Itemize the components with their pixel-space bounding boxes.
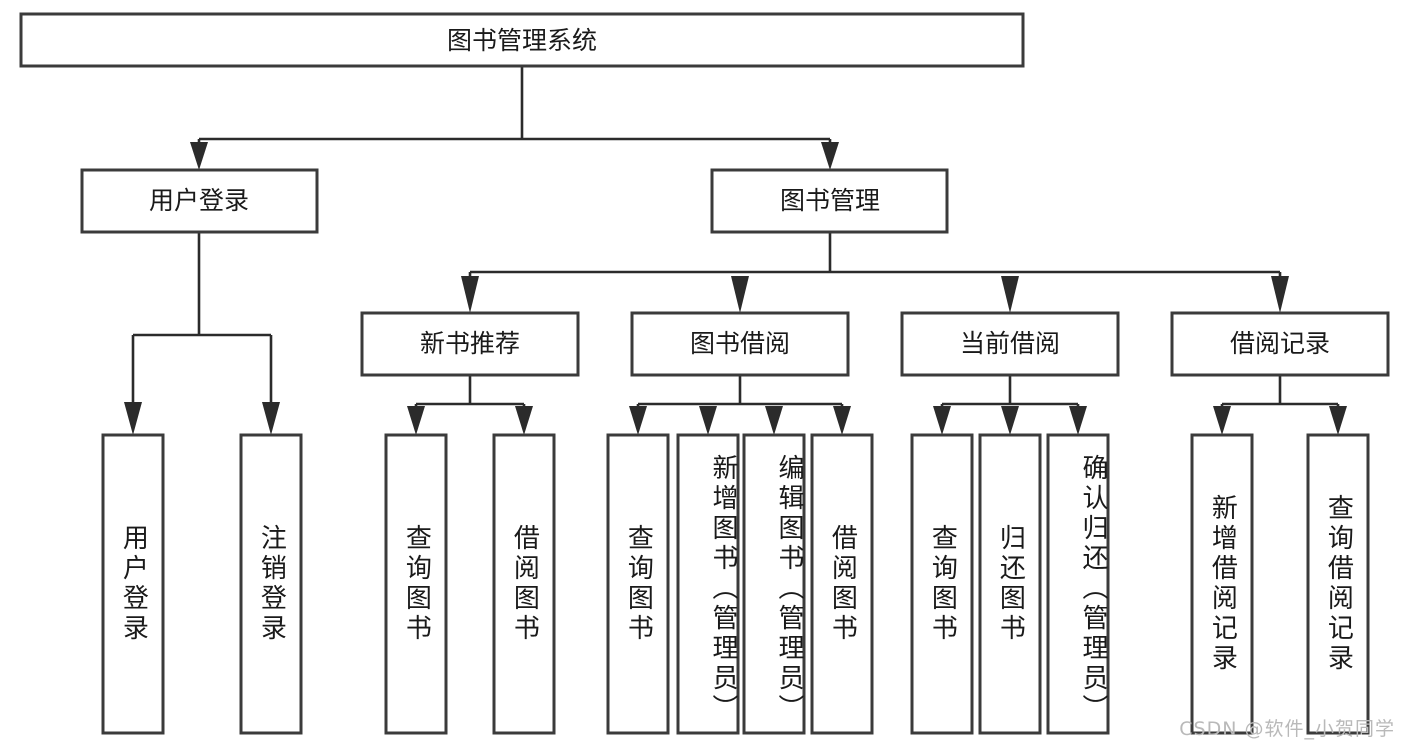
connector-borrowrecord-to-leaves	[1213, 375, 1347, 435]
node-current-borrow[interactable]: 当前借阅	[900, 311, 1120, 377]
connector-bookmgmt-to-level3	[461, 232, 1289, 313]
leaf-label-edit-book: 编辑图书（管理员）	[774, 454, 804, 724]
leaf-box-query-book-2[interactable]	[606, 433, 670, 735]
node-label-user-login: 用户登录	[149, 186, 249, 215]
node-book-borrow[interactable]: 图书借阅	[630, 311, 850, 377]
leaf-box-query-book-3[interactable]	[910, 433, 974, 735]
connector-root-to-level2	[190, 66, 839, 170]
arrow-head-icon	[629, 406, 647, 435]
arrow-head-icon	[821, 142, 839, 170]
arrow-head-icon	[1069, 406, 1087, 435]
node-label-borrow-record: 借阅记录	[1230, 329, 1330, 358]
arrow-head-icon	[765, 406, 783, 435]
leaf-box-query-book-1[interactable]	[384, 433, 448, 735]
node-box-shape	[19, 12, 1025, 68]
arrow-head-icon	[1329, 406, 1347, 435]
connector-newbook-to-leaves	[407, 375, 533, 435]
leaf-label-add-borrow-record: 新增借阅记录	[1207, 494, 1238, 674]
node-label-book-borrow: 图书借阅	[690, 329, 790, 358]
connector-currentborrow-to-leaves	[933, 375, 1087, 435]
arrow-head-icon	[1213, 406, 1231, 435]
node-box-shape	[80, 168, 319, 234]
arrow-head-icon	[262, 402, 280, 435]
node-new-book-recommend[interactable]: 新书推荐	[360, 311, 580, 377]
watermark-text: CSDN @软件_小贺同学	[1179, 718, 1395, 740]
arrow-head-icon	[833, 406, 851, 435]
node-label-book-management: 图书管理	[780, 186, 880, 215]
leaf-label-return-book: 归还图书	[995, 524, 1026, 644]
arrow-head-icon	[699, 406, 717, 435]
arrow-head-icon	[124, 402, 142, 435]
leaf-box-query-borrow-record[interactable]	[1306, 433, 1370, 735]
leaf-label-query-borrow-record: 查询借阅记录	[1323, 494, 1354, 674]
node-box-shape	[360, 311, 580, 377]
connector-bookborrow-to-leaves	[629, 375, 851, 435]
leaf-label-query-book-1: 查询图书	[401, 524, 432, 644]
arrow-head-icon	[461, 276, 479, 313]
arrow-head-icon	[515, 406, 533, 435]
node-box-shape	[1170, 311, 1390, 377]
node-label-current-borrow: 当前借阅	[960, 329, 1060, 358]
leaf-label-borrow-book-1: 借阅图书	[509, 524, 540, 644]
arrow-head-icon	[1001, 276, 1019, 313]
arrow-head-icon	[1001, 406, 1019, 435]
leaf-box-confirm-return[interactable]	[1046, 433, 1110, 735]
node-root-system[interactable]: 图书管理系统	[19, 12, 1025, 68]
leaf-box-edit-book[interactable]	[742, 433, 806, 735]
node-book-management[interactable]: 图书管理	[710, 168, 949, 234]
arrow-head-icon	[190, 142, 208, 170]
leaf-box-return-book[interactable]	[978, 433, 1042, 735]
node-box-shape	[710, 168, 949, 234]
leaf-box-logout[interactable]	[239, 433, 303, 735]
node-box-shape	[630, 311, 850, 377]
node-label-root: 图书管理系统	[447, 26, 597, 55]
arrow-head-icon	[407, 406, 425, 435]
leaf-box-user-login[interactable]	[101, 433, 165, 735]
node-borrow-record[interactable]: 借阅记录	[1170, 311, 1390, 377]
arrow-head-icon	[933, 406, 951, 435]
leaf-label-user-login: 用户登录	[118, 524, 149, 644]
leaf-label-query-book-3: 查询图书	[927, 524, 958, 644]
leaf-label-confirm-return: 确认归还（管理员）	[1078, 454, 1108, 724]
leaf-label-borrow-book-2: 借阅图书	[827, 524, 858, 644]
leaf-label-add-book: 新增图书（管理员）	[708, 454, 738, 724]
leaf-box-add-book[interactable]	[676, 433, 740, 735]
leaf-box-borrow-book-2[interactable]	[810, 433, 874, 735]
leaf-boxes-group	[101, 433, 1370, 735]
leaf-label-logout: 注销登录	[256, 524, 287, 644]
leaf-box-add-borrow-record[interactable]	[1190, 433, 1254, 735]
node-box-shape	[900, 311, 1120, 377]
leaf-box-borrow-book-1[interactable]	[492, 433, 556, 735]
connector-userlogin-to-leaves	[124, 232, 280, 435]
arrow-head-icon	[1271, 276, 1289, 313]
node-label-new-book-recommend: 新书推荐	[420, 329, 520, 358]
leaf-label-query-book-2: 查询图书	[623, 524, 654, 644]
arrow-head-icon	[731, 276, 749, 313]
node-user-login[interactable]: 用户登录	[80, 168, 319, 234]
